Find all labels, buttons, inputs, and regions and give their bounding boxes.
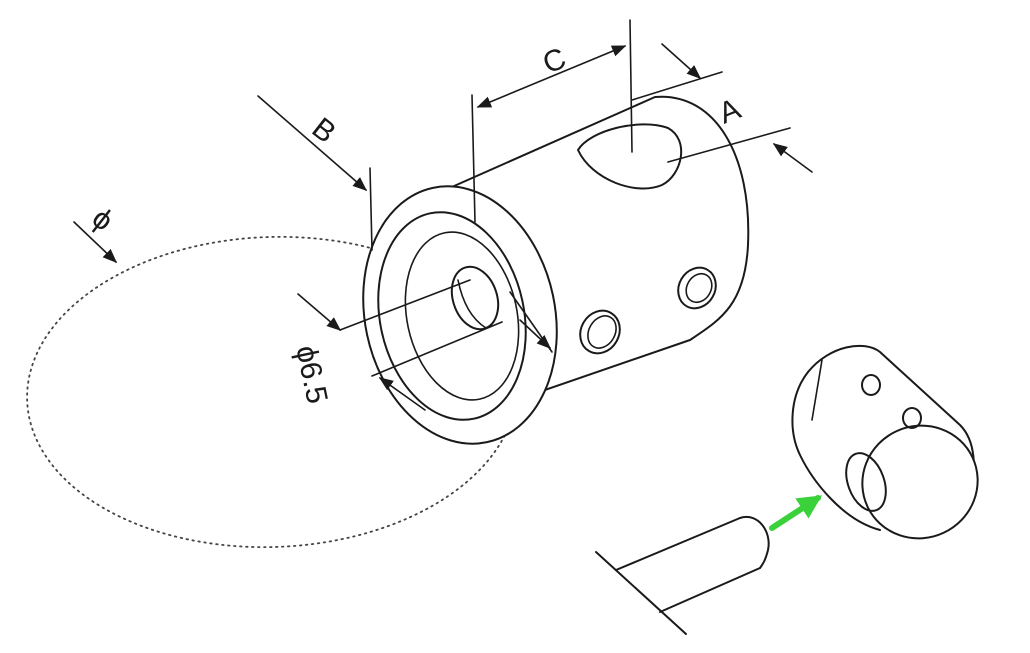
insert-arrow <box>769 495 823 531</box>
fitting-side-hole-2 <box>677 266 717 310</box>
small-fitting-slot <box>845 452 887 512</box>
dim-phi-label: ϕ <box>86 202 120 238</box>
dimension-b: B <box>257 95 373 251</box>
fitting-side-hole-2-inner <box>685 272 713 304</box>
fitting-body-outline <box>417 95 750 403</box>
small-fitting <box>791 344 979 540</box>
fitting-top-slot <box>577 123 683 190</box>
small-fitting-back-edge <box>791 371 881 531</box>
dim-b-label: B <box>306 112 342 150</box>
fitting-recess-outer <box>377 211 527 421</box>
small-fitting-hole-1 <box>861 374 881 396</box>
fitting-front-face <box>362 185 558 445</box>
small-fitting-front-face <box>861 424 979 540</box>
tube-segment <box>595 515 770 635</box>
fitting-recess-inner <box>404 231 520 401</box>
dimension-a: A <box>631 43 813 173</box>
main-fitting <box>362 95 750 445</box>
dim-c-label: C <box>538 42 570 81</box>
dimension-c: C <box>471 19 633 223</box>
dimension-phi: ϕ <box>73 202 120 263</box>
small-fitting-ring-line <box>811 359 823 421</box>
fitting-side-hole-1-inner <box>587 315 617 349</box>
dim-bore-label: ϕ6.5 <box>289 343 333 407</box>
small-fitting-hole-2 <box>902 407 922 429</box>
fitting-side-hole-1 <box>579 309 621 355</box>
